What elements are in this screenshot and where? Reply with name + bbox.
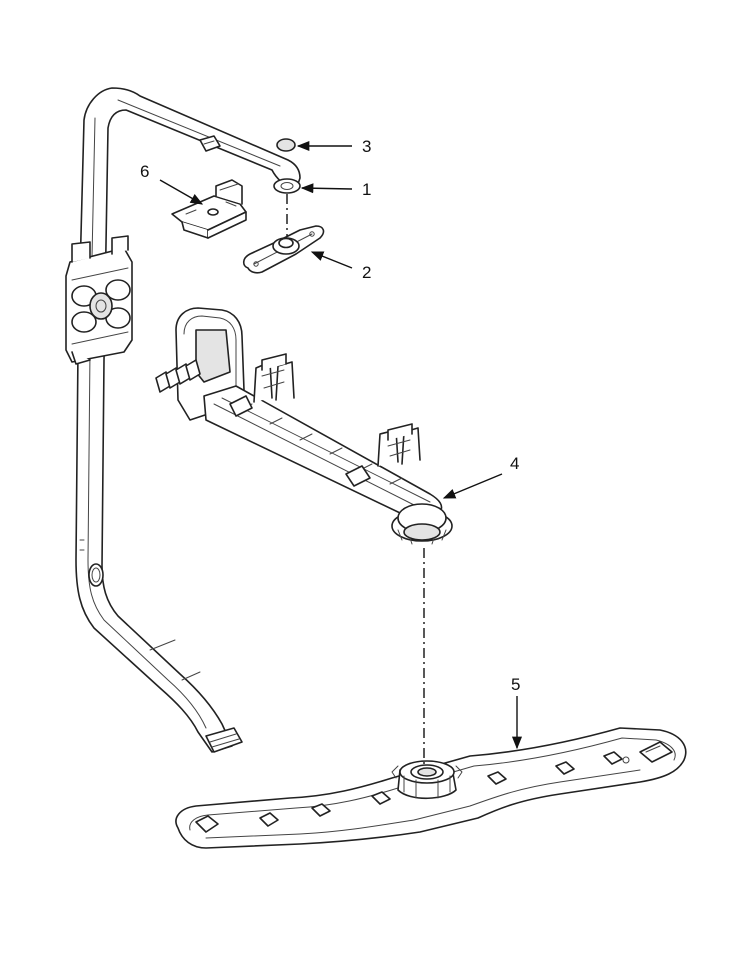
leader-4 xyxy=(442,473,503,499)
plate-part xyxy=(242,225,325,274)
callout-labels: 3 1 2 6 4 5 xyxy=(140,137,520,694)
leader-6 xyxy=(159,179,204,205)
supply-tube xyxy=(65,87,301,753)
manifold-arm xyxy=(155,307,453,545)
clip-part xyxy=(171,179,247,239)
callout-3: 3 xyxy=(362,137,371,156)
callout-6: 6 xyxy=(140,162,149,181)
leader-1 xyxy=(300,183,353,194)
cap-part xyxy=(276,138,296,152)
callout-2: 2 xyxy=(362,263,371,282)
lower-spray-arm xyxy=(175,727,687,849)
callout-4: 4 xyxy=(510,454,519,473)
leader-2 xyxy=(310,251,353,269)
callout-1: 1 xyxy=(362,180,371,199)
callout-5: 5 xyxy=(511,675,520,694)
leader-arrows xyxy=(159,140,523,750)
assembly-lines xyxy=(286,194,425,764)
